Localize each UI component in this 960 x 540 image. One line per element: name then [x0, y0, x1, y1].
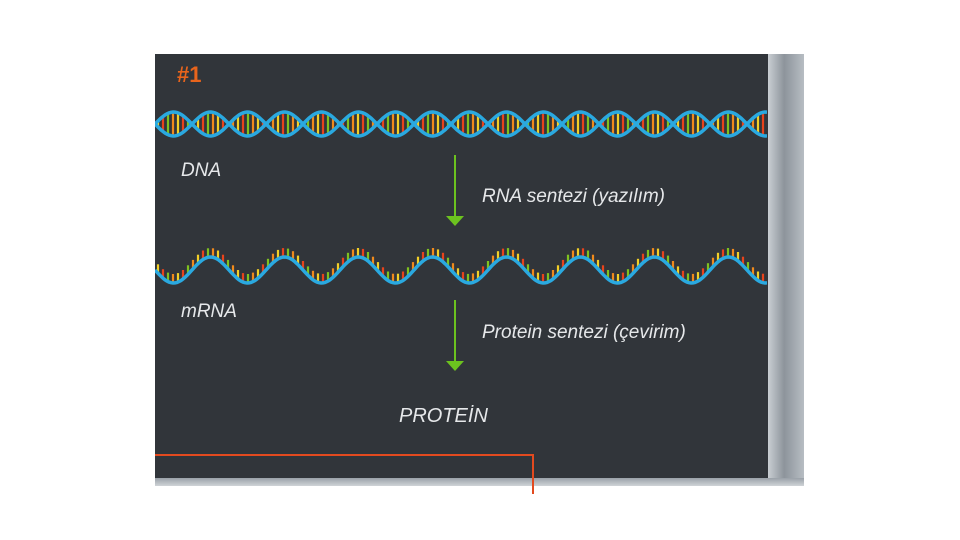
arrow-down-icon [444, 155, 466, 227]
slide-number-badge: #1 [177, 62, 201, 88]
mrna-strand-icon [155, 248, 768, 292]
mrna-label: mRNA [181, 301, 237, 323]
scrollbar[interactable] [768, 54, 804, 486]
protein-label: PROTEİN [399, 405, 488, 428]
orange-frame [155, 454, 534, 494]
dna-label: DNA [181, 160, 221, 182]
dna-helix-icon [155, 100, 768, 148]
arrow-down-icon [444, 300, 466, 372]
rna-synthesis-label: RNA sentezi (yazılım) [482, 186, 665, 208]
protein-synthesis-label: Protein sentezi (çevirim) [482, 322, 686, 344]
